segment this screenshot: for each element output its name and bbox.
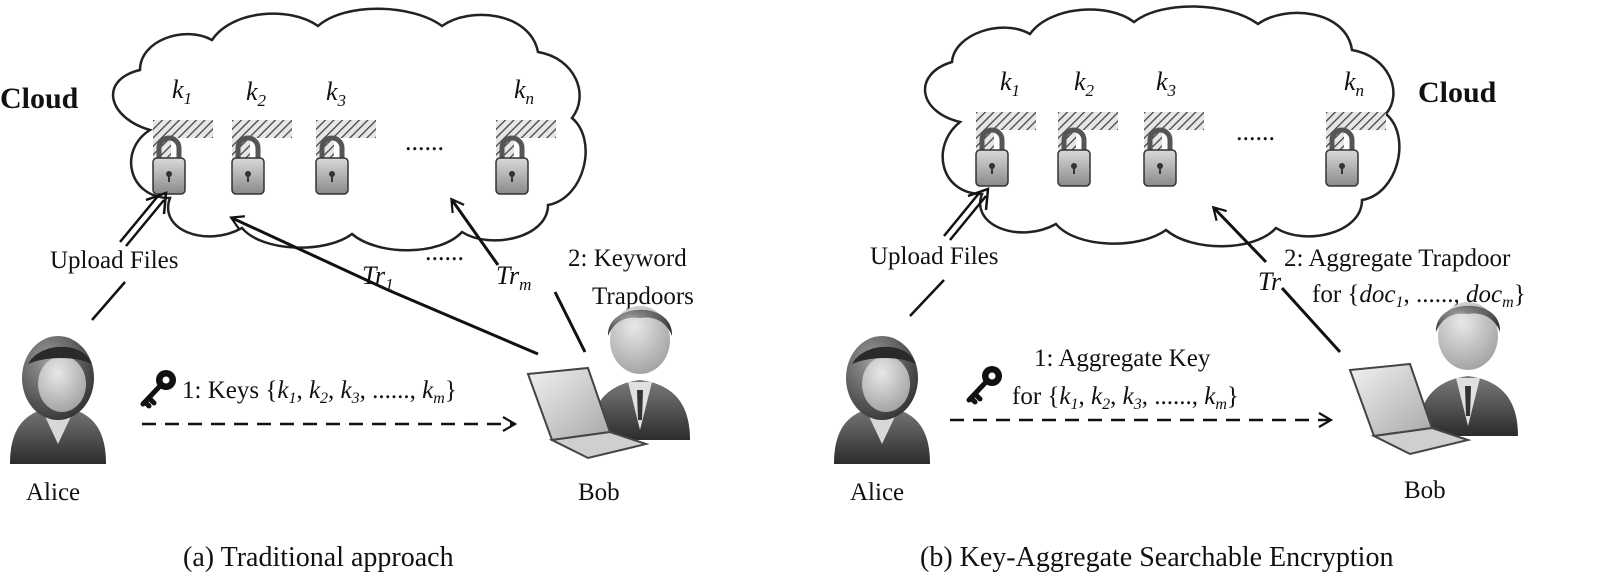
step2-line2-a: Trapdoors — [592, 283, 694, 310]
trapdoor-arrow-m-a — [450, 197, 500, 266]
laptop-icon — [1348, 362, 1472, 456]
cloud-label-b: Cloud — [1418, 76, 1497, 109]
upload-label-b: Upload Files — [870, 243, 998, 270]
trapdoor-line-m-a — [553, 291, 587, 353]
trapdoor-ellipsis-a: ...... — [425, 237, 464, 266]
locked-file-icon — [152, 120, 213, 195]
key-ellipsis-a: ...... — [405, 127, 444, 156]
trapdoor-arrow-b — [1211, 205, 1268, 264]
panel-b: Cloud k1 k2 k3 kn ...... — [834, 5, 1526, 573]
key-icon — [966, 366, 1002, 405]
step2-line2-b: for {doc1, ......, docm} — [1312, 281, 1526, 311]
alice-label-a: Alice — [26, 479, 80, 506]
upload-label-a: Upload Files — [50, 247, 178, 274]
trapdoor-label-m-a: Trm — [496, 261, 531, 294]
step1-line2-b: for {k1, k2, k3, ......, km} — [1012, 383, 1239, 413]
step1-label-a: 1: Keys {k1, k2, k3, ......, km} — [182, 377, 457, 407]
locked-file-icon — [495, 120, 556, 195]
trapdoor-line-b — [1280, 286, 1342, 354]
step2-line1-b: 2: Aggregate Trapdoor — [1284, 245, 1511, 272]
trapdoor-label-b: Tr — [1258, 267, 1282, 296]
laptop-icon — [526, 366, 650, 460]
locked-file-icon — [1143, 112, 1204, 187]
upload-arrow-a — [91, 191, 168, 321]
locked-file-icon — [975, 112, 1036, 187]
locked-file-icon — [1057, 112, 1118, 187]
cloud-label-a: Cloud — [0, 82, 79, 115]
alice-avatar — [10, 336, 106, 464]
alice-avatar — [834, 336, 930, 464]
upload-arrow-b — [909, 187, 990, 317]
locked-file-icon — [231, 120, 292, 195]
step1-line1-b: 1: Aggregate Key — [1034, 345, 1211, 372]
key-ellipsis-b: ...... — [1236, 117, 1275, 146]
caption-a: (a) Traditional approach — [183, 542, 454, 573]
locked-file-icon — [1325, 112, 1386, 187]
bob-label-a: Bob — [578, 479, 620, 506]
bob-label-b: Bob — [1404, 477, 1446, 504]
step2-line1-a: 2: Keyword — [568, 245, 687, 272]
trapdoor-arrow-1-a — [229, 215, 389, 292]
caption-b: (b) Key-Aggregate Searchable Encryption — [920, 542, 1393, 573]
bob-avatar — [1418, 302, 1518, 436]
trapdoor-line-1-a — [387, 288, 539, 356]
locked-file-icon — [315, 120, 376, 195]
panel-a: Cloud k1 k2 k3 kn ...... — [0, 7, 694, 573]
bob-avatar — [590, 306, 690, 440]
alice-label-b: Alice — [850, 479, 904, 506]
key-icon — [140, 370, 176, 409]
trapdoor-label-1-a: Tr1 — [362, 261, 394, 294]
